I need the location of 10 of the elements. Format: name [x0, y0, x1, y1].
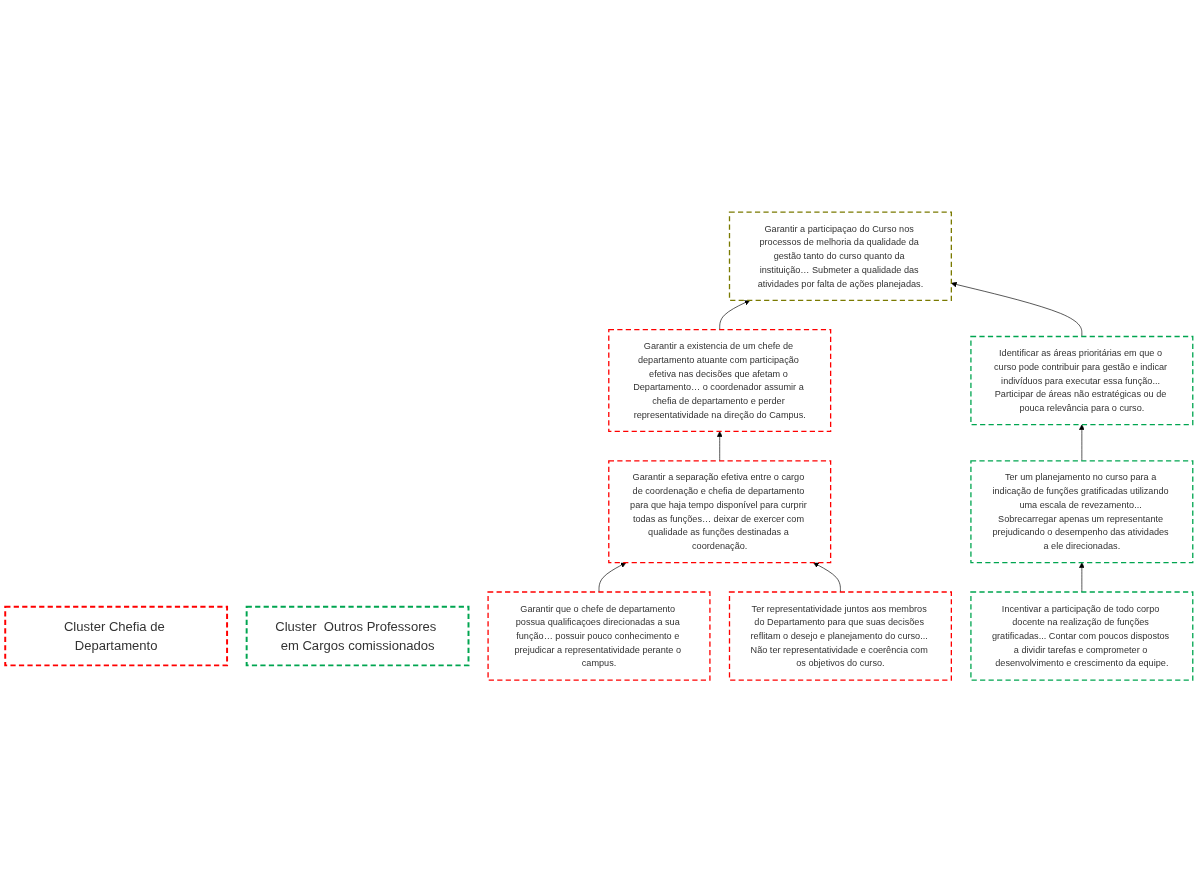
node-box: Ter um planejamento no curso para a indicação de funções gratificadas utilizando uma escala de revezamento... Sobrecarregar apenas um representante prejudicando o desempenho das atividades a ele direcionadas.: [970, 460, 1194, 564]
node-box: Garantir a existencia de um chefe de departamento atuante com participação efetiva nas decisões que afetam o Departamento… o coordenador assumir a chefia de departamento e perder representatividade na direção do Campus.: [608, 329, 832, 433]
node-box: Cluster Chefia de Departamento: [4, 606, 229, 667]
node-box: Garantir que o chefe de departamento possua qualificaçoes direcionadas a sua função… possuir pouco conhecimento e prejudicar a representatividade perante o campus.: [487, 591, 711, 682]
node-box: Garantir a separação efetiva entre o cargo de coordenação e chefia de departamento para que haja tempo disponível para curprir todas as funções… deixar de exercer com qualidade as funções destinadas a coordenação.: [608, 460, 832, 564]
node-box: Identificar as áreas prioritárias em que o curso pode contribuir para gestão e indicar indivíduos para executar essa função... Participar de áreas não estratégicas ou de pouca relevância para o curso.: [970, 336, 1194, 426]
node-box: Incentivar a participação de todo corpo docente na realização de funções gratificadas... Contar com poucos dispostos a dividir tarefas e comprometer o desenvolvimento e crescimento da equipe.: [970, 591, 1194, 682]
node-box: Garantir a participaçao do Curso nos processos de melhoria da qualidade da gestão tanto do curso quanto da instituição… Submeter a qualidade das atividades por falta de ações planejadas.: [728, 211, 952, 302]
node-box: Cluster Outros Professores em Cargos comissionados: [245, 606, 470, 667]
node-box: Ter representatividade juntos aos membros do Departamento para que suas decisões reflitam o desejo e planejamento do curso... Não ter representatividade e coerência com os objetivos do curso.: [728, 591, 952, 682]
